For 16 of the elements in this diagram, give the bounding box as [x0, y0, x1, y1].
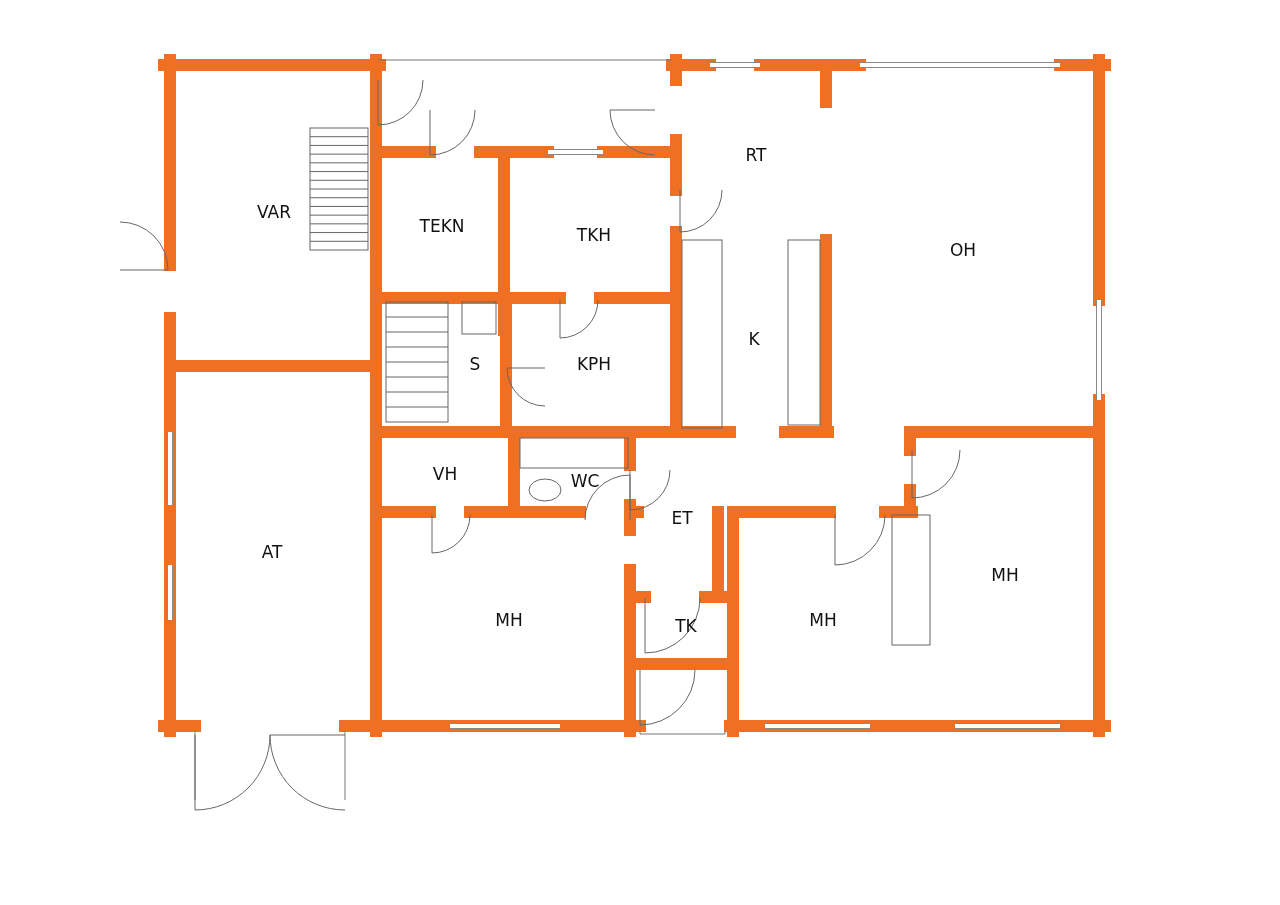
room-label: TEKN: [419, 216, 465, 236]
room-label: WC: [570, 471, 600, 491]
room-label: TKH: [576, 225, 612, 245]
room-label: ET: [671, 508, 693, 528]
room-label: S: [469, 354, 481, 374]
room-label: K: [748, 329, 760, 349]
room-label: VAR: [257, 202, 291, 222]
room-label: RT: [745, 145, 767, 165]
room-label: MH: [991, 565, 1019, 585]
room-label: AT: [261, 542, 283, 562]
room-label: VH: [432, 464, 458, 484]
room-label: TK: [675, 616, 697, 636]
room-label: OH: [949, 240, 977, 260]
room-label: MH: [495, 610, 523, 630]
room-label: MH: [809, 610, 837, 630]
room-label: KPH: [576, 354, 612, 374]
